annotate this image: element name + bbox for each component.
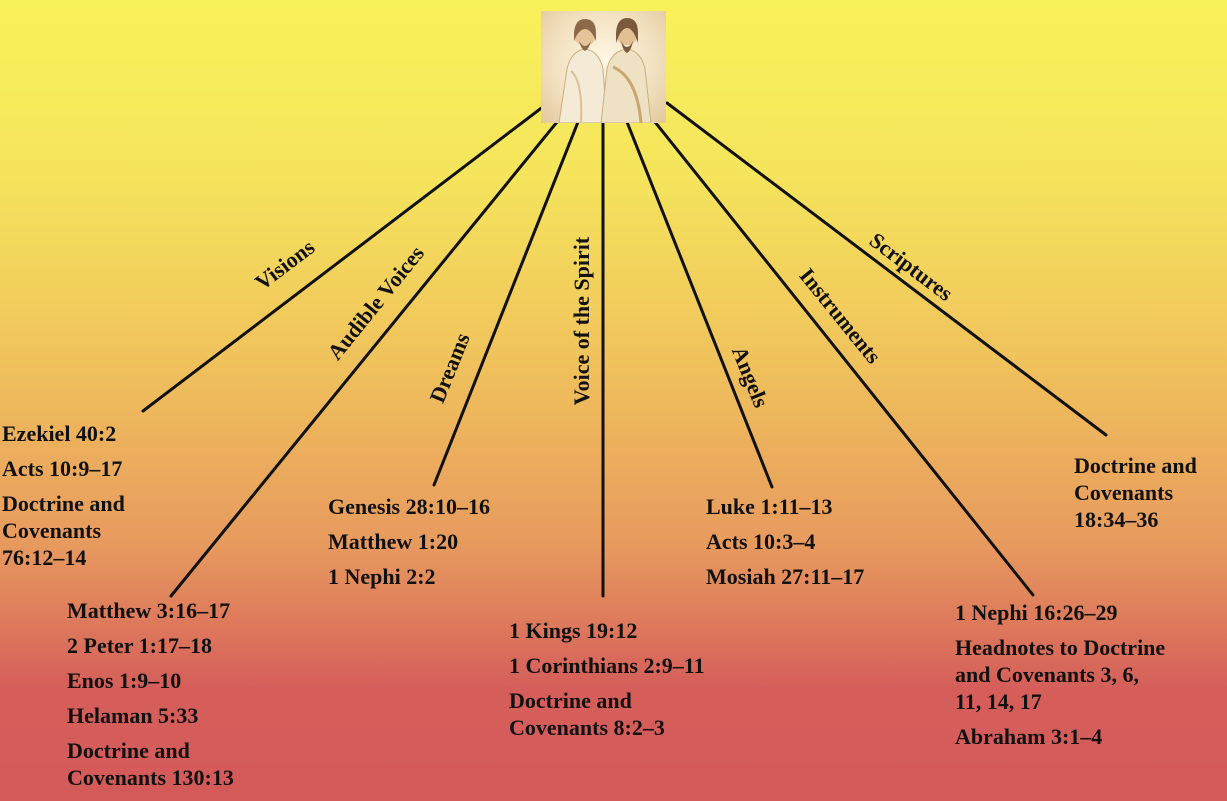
two-robed-figures-painting-icon — [541, 11, 666, 123]
reference-item: 1 Nephi 16:26–29 — [955, 600, 1118, 625]
ray-label-voice-of-the-spirit: Voice of the Spirit — [569, 236, 594, 406]
reference-item: 2 Peter 1:17–18 — [67, 633, 212, 658]
reference-item: Doctrine and Covenants 130:13 — [67, 738, 234, 790]
ray-line-instruments — [653, 120, 1035, 597]
ray-line-angels — [625, 120, 774, 489]
reference-item: Headnotes to Doctrine and Covenants 3, 6… — [955, 635, 1166, 714]
ray-line-scriptures — [665, 101, 1108, 437]
reference-list-instruments: 1 Nephi 16:26–29 Headnotes to Doctrine a… — [955, 599, 1165, 758]
reference-item: Doctrine and Covenants 76:12–14 — [2, 491, 125, 570]
reference-list-audible-voices: Matthew 3:16–17 2 Peter 1:17–18 Enos 1:9… — [67, 597, 234, 799]
reference-item: Matthew 3:16–17 — [67, 598, 231, 623]
reference-item: Matthew 1:20 — [328, 529, 459, 554]
reference-item: 1 Kings 19:12 — [509, 618, 638, 643]
reference-item: Enos 1:9–10 — [67, 668, 182, 693]
reference-item: Acts 10:9–17 — [2, 456, 123, 481]
reference-item: 1 Corinthians 2:9–11 — [509, 653, 705, 678]
reference-list-angels: Luke 1:11–13 Acts 10:3–4 Mosiah 27:11–17 — [706, 493, 864, 598]
reference-list-scriptures: Doctrine and Covenants 18:34–36 — [1074, 452, 1197, 541]
reference-item: Mosiah 27:11–17 — [706, 564, 865, 589]
reference-item: Luke 1:11–13 — [706, 494, 833, 519]
reference-item: Doctrine and Covenants 18:34–36 — [1074, 453, 1197, 532]
reference-item: Abraham 3:1–4 — [955, 724, 1103, 749]
ray-line-dreams — [432, 120, 580, 487]
reference-item: 1 Nephi 2:2 — [328, 564, 436, 589]
reference-list-visions: Ezekiel 40:2 Acts 10:9–17 Doctrine and C… — [2, 420, 125, 579]
reference-list-dreams: Genesis 28:10–16 Matthew 1:20 1 Nephi 2:… — [328, 493, 490, 598]
reference-item: Helaman 5:33 — [67, 703, 199, 728]
reference-item: Acts 10:3–4 — [706, 529, 816, 554]
ray-line-audible-voices — [169, 120, 559, 598]
ray-line-visions — [141, 101, 550, 413]
reference-item: Ezekiel 40:2 — [2, 421, 117, 446]
reference-item: Genesis 28:10–16 — [328, 494, 490, 519]
reference-item: Doctrine and Covenants 8:2–3 — [509, 688, 665, 740]
reference-list-voice-of-the-spirit: 1 Kings 19:12 1 Corinthians 2:9–11 Doctr… — [509, 617, 705, 749]
